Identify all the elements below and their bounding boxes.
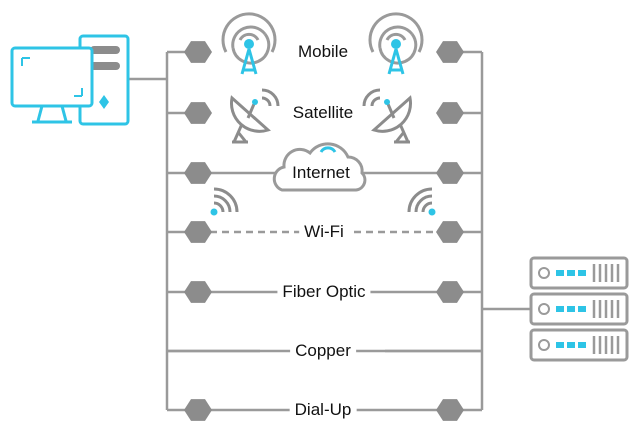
node-left-fiber — [184, 281, 212, 303]
node-right-wifi — [436, 221, 464, 243]
cloud-icon — [272, 142, 367, 192]
cell-tower-icon — [221, 12, 277, 75]
connection-label-mobile: Mobile — [292, 42, 354, 62]
node-right-internet — [436, 162, 464, 184]
connection-label-fiber: Fiber Optic — [277, 282, 371, 302]
wifi-icon — [407, 187, 436, 216]
satellite-dish-icon — [230, 88, 280, 144]
node-left-mobile — [184, 41, 212, 63]
node-left-internet — [184, 162, 212, 184]
connection-label-satellite: Satellite — [292, 103, 354, 122]
desktop-computer-icon — [10, 34, 130, 126]
satellite-dish-icon — [362, 88, 412, 144]
node-left-dialup — [184, 399, 212, 421]
node-right-fiber — [436, 281, 464, 303]
node-left-satellite — [184, 102, 212, 124]
node-right-mobile — [436, 41, 464, 63]
connection-label-internet: Internet — [292, 163, 350, 182]
wifi-icon — [210, 187, 239, 216]
node-right-satellite — [436, 102, 464, 124]
cell-tower-icon — [368, 12, 424, 75]
connection-label-copper: Copper — [290, 341, 356, 361]
connection-label-wifi: Wi-Fi — [299, 222, 349, 242]
connection-label-dialup: Dial-Up — [289, 400, 357, 420]
node-left-wifi — [184, 221, 212, 243]
node-right-dialup — [436, 399, 464, 421]
connection-nodes — [184, 41, 464, 421]
server-rack-icon — [529, 256, 629, 362]
